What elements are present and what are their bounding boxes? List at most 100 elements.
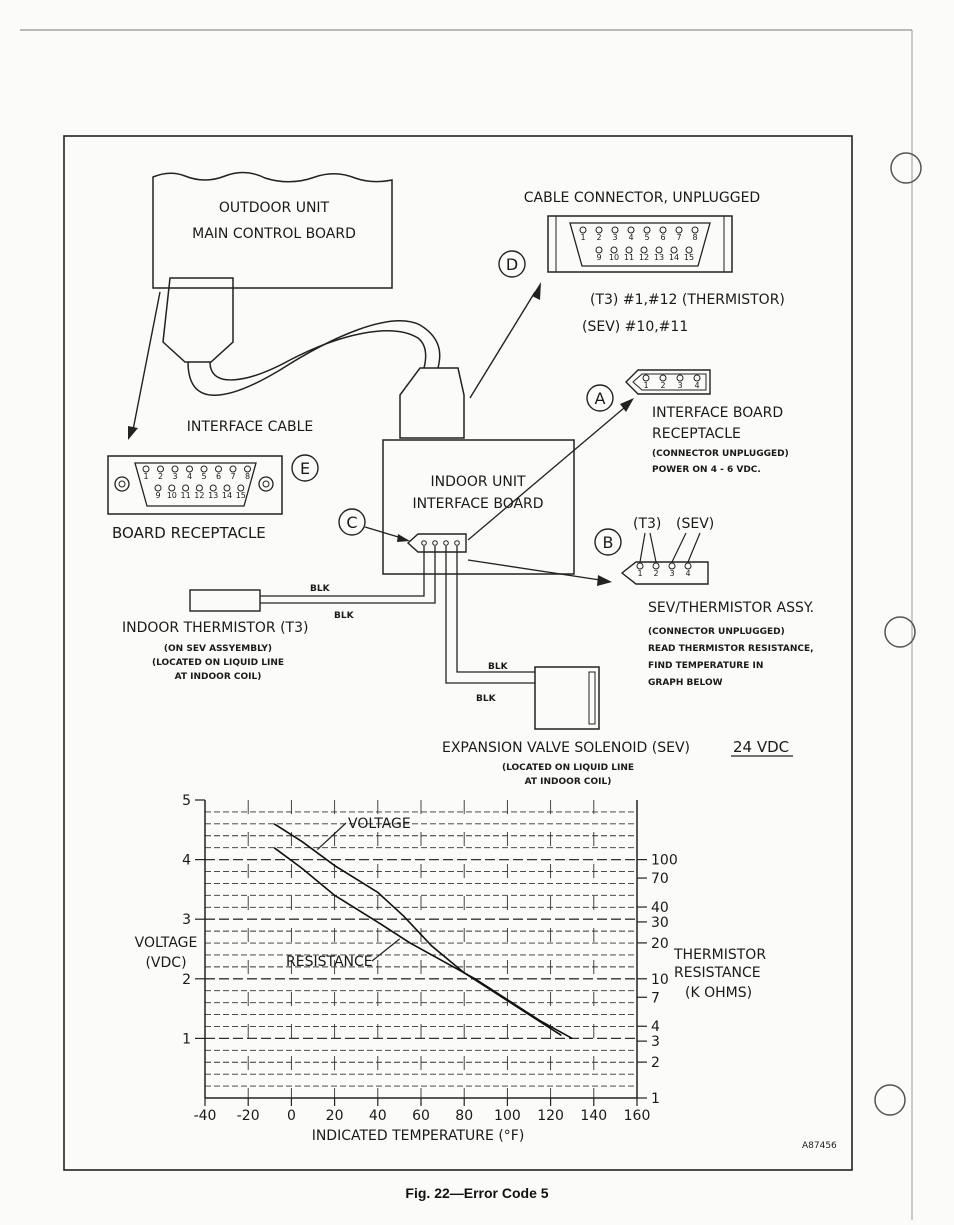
- interface-receptacle-pin: [659, 374, 667, 382]
- arrow-to-cable-connector: [469, 282, 541, 399]
- x-tick-label: 60: [412, 1108, 430, 1124]
- solenoid-note: (LOCATED ON LIQUID LINE: [502, 763, 634, 773]
- callout-b: B: [594, 528, 622, 556]
- board-receptacle-pin-number: 10: [167, 491, 177, 500]
- svg-text:C: C: [346, 513, 357, 532]
- callout-e: E: [291, 454, 319, 482]
- cable-connector-pin-number: 11: [624, 253, 634, 262]
- board-receptacle-label: BOARD RECEPTACLE: [112, 524, 266, 542]
- wire-label-blk: BLK: [476, 694, 497, 704]
- cable-connector-pin-number: 13: [654, 253, 664, 262]
- board-receptacle-pin-number: 12: [194, 491, 204, 500]
- x-tick-label: 100: [494, 1108, 521, 1124]
- cable-connector-title: CABLE CONNECTOR, UNPLUGGED: [524, 190, 760, 206]
- y2-tick-label: 1: [651, 1091, 660, 1107]
- sev-pin-sev-label: (SEV): [676, 516, 714, 532]
- interface-receptacle-title: INTERFACE BOARD: [652, 405, 783, 421]
- resistance-curve: [273, 847, 573, 1040]
- cable-connector-pin: [640, 246, 648, 254]
- arrow-to-interface-receptacle: [467, 398, 634, 541]
- solenoid-icon: [534, 666, 600, 730]
- wiring: [260, 546, 535, 684]
- board-receptacle-pin: [157, 465, 164, 473]
- y-axis-unit: (VDC): [145, 955, 186, 971]
- board-receptacle-pin: [171, 465, 179, 473]
- board-receptacle-pin-number: 1: [143, 472, 148, 481]
- wire-label-blk: BLK: [488, 662, 509, 672]
- board-receptacle-pin: [195, 484, 203, 492]
- interface-receptacle-pin: [693, 374, 701, 382]
- y2-axis-label-2: RESISTANCE: [674, 965, 761, 981]
- chart-axes: [195, 799, 647, 1106]
- figure-caption: Fig. 22—Error Code 5: [405, 1185, 549, 1201]
- sev-pin-leaders: [639, 532, 701, 563]
- board-receptacle-pin: [186, 465, 193, 473]
- y-tick-label: 3: [182, 912, 191, 928]
- figure-frame: [63, 135, 853, 1171]
- sev-assy-note: (CONNECTOR UNPLUGGED): [648, 627, 785, 637]
- indoor-thermistor-location: (LOCATED ON LIQUID LINE: [152, 658, 284, 668]
- cable-connector-pin: [625, 246, 633, 254]
- cable-connector-pin-number: 3: [612, 233, 617, 242]
- x-tick-label: 160: [624, 1108, 651, 1124]
- sev-assy-pin-number: 3: [669, 569, 674, 578]
- indoor-board-subtitle: INTERFACE BOARD: [412, 496, 543, 512]
- board-receptacle-pin: [229, 465, 237, 473]
- board-receptacle-pin-number: 7: [230, 472, 235, 481]
- interface-cable-label: INTERFACE CABLE: [187, 419, 314, 435]
- y-tick-label: 5: [182, 793, 191, 809]
- cable-connector-pin: [579, 226, 587, 234]
- voltage-curve: [273, 823, 562, 1037]
- cable-connector-pin-number: 6: [660, 233, 665, 242]
- voltage-series-label: VOLTAGE: [348, 816, 411, 832]
- x-tick-label: 140: [580, 1108, 607, 1124]
- board-receptacle-pin: [200, 465, 208, 473]
- figure-code: A87456: [802, 1141, 837, 1151]
- interface-receptacle-subtitle: RECEPTACLE: [652, 426, 741, 442]
- indoor-interface-board: INDOOR UNIT INTERFACE BOARD: [382, 439, 575, 575]
- board-receptacle-pin-number: 6: [216, 472, 221, 481]
- arrow-to-board-receptacle: [128, 291, 161, 440]
- indoor-thermistor-location-2: AT INDOOR COIL): [175, 672, 262, 682]
- chart-series: [273, 823, 573, 1040]
- cable-connector-pin: [655, 246, 663, 254]
- x-tick-label: 20: [326, 1108, 344, 1124]
- cable-connector-pin-number: 10: [609, 253, 619, 262]
- board-receptacle-pin: [142, 465, 150, 473]
- svg-text:A: A: [595, 389, 606, 408]
- cable-connector-pin: [643, 226, 651, 234]
- x-tick-label: 120: [537, 1108, 564, 1124]
- y2-tick-label: 100: [651, 853, 678, 869]
- board-receptacle-pin-number: 2: [158, 472, 163, 481]
- y2-tick-label: 70: [651, 871, 669, 887]
- cable-connector-t3-note: (T3) #1,#12 (THERMISTOR): [590, 292, 785, 308]
- y2-tick-label: 2: [651, 1055, 660, 1071]
- board-receptacle-pin-number: 4: [187, 472, 192, 481]
- x-axis-label: INDICATED TEMPERATURE (°F): [312, 1128, 525, 1144]
- svg-text:E: E: [300, 459, 310, 478]
- y2-tick-label: 7: [651, 990, 660, 1006]
- voltage-label-arrow: [316, 822, 347, 851]
- resistance-series-label: RESISTANCE: [286, 954, 373, 970]
- solenoid-label: EXPANSION VALVE SOLENOID (SEV): [442, 740, 690, 756]
- cable-connector-pin-number: 8: [692, 233, 697, 242]
- interface-receptacle-pin-number: 1: [643, 381, 648, 390]
- wire-label-blk: BLK: [310, 584, 331, 594]
- board-receptacle-pin: [154, 484, 162, 492]
- cable-connector-pin-number: 1: [580, 233, 585, 242]
- board-receptacle-pin: [209, 484, 217, 492]
- cable-connector-sev-note: (SEV) #10,#11: [582, 319, 688, 335]
- cable-connector-pin: [611, 226, 619, 234]
- board-receptacle-pin-number: 13: [208, 491, 218, 500]
- x-tick-label: 40: [369, 1108, 387, 1124]
- interface-receptacle-pin-number: 2: [660, 381, 665, 390]
- board-receptacle-pin-number: 8: [245, 472, 250, 481]
- indoor-thermistor-label: INDOOR THERMISTOR (T3): [122, 620, 308, 636]
- callout-d: D: [498, 250, 526, 278]
- x-tick-label: -20: [237, 1108, 260, 1124]
- cable-connector-pin: [610, 246, 618, 254]
